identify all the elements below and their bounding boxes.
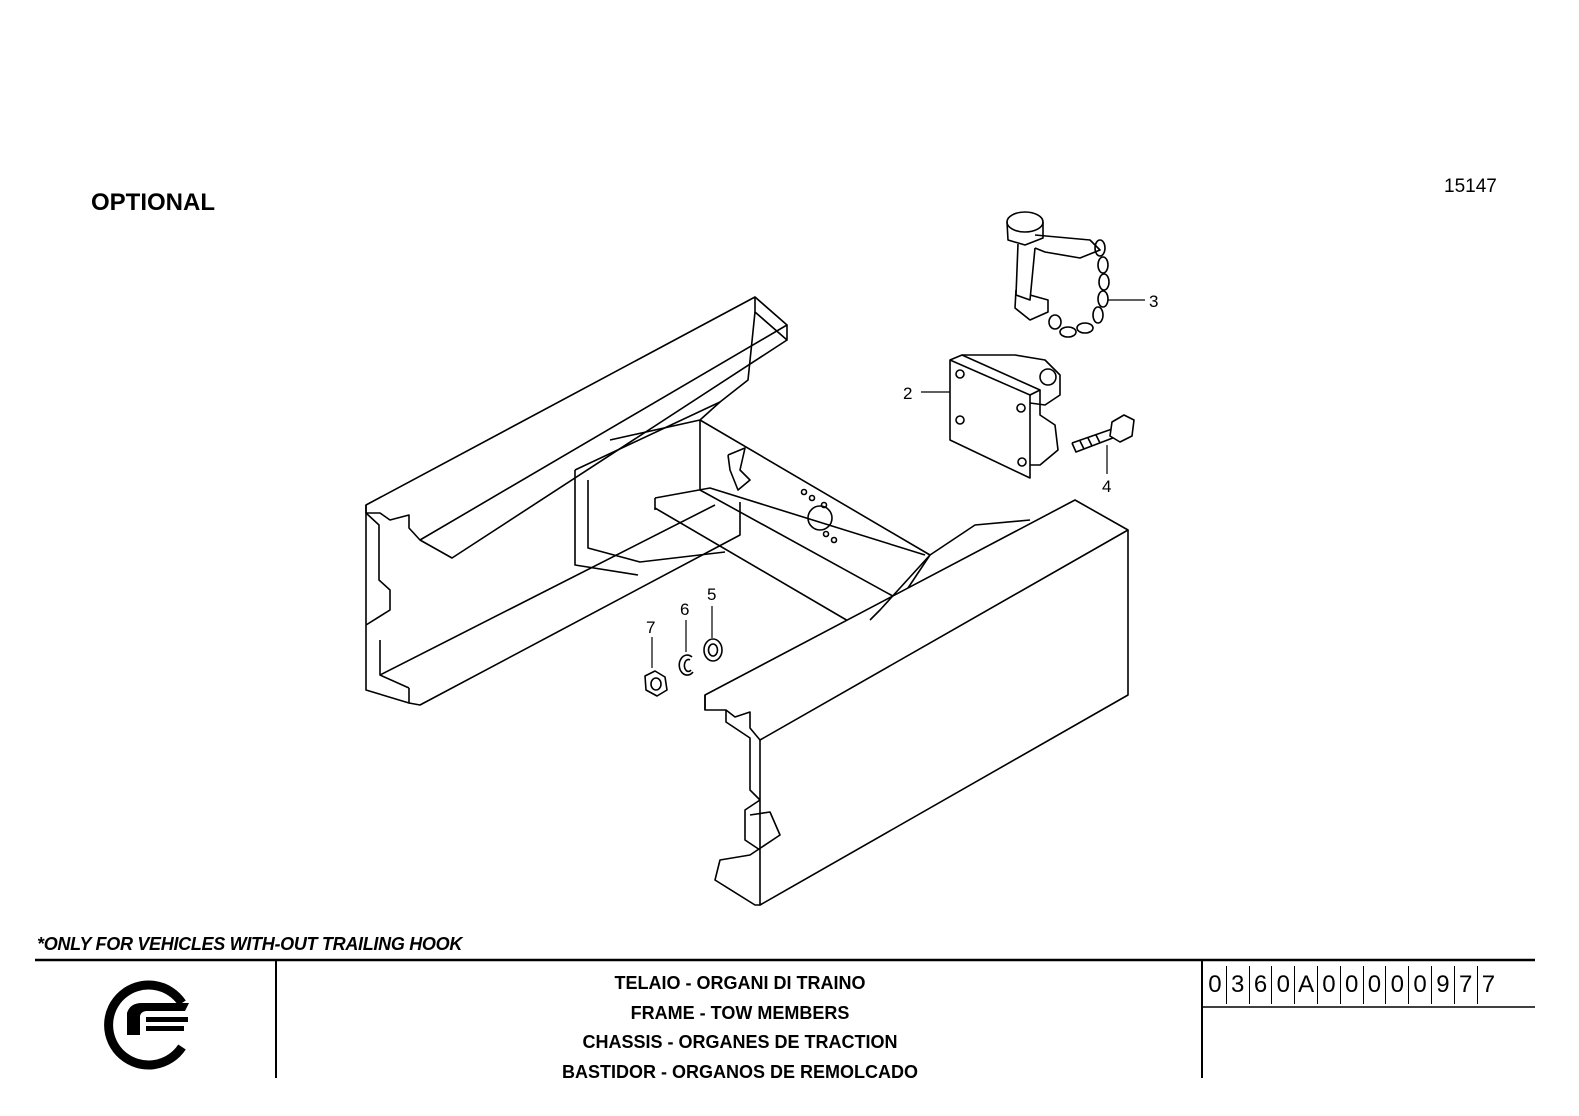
right-side-rail xyxy=(704,499,1129,906)
nut xyxy=(644,670,668,697)
code-char: 6 xyxy=(1248,966,1272,1004)
code-char: 0 xyxy=(1408,966,1431,1004)
washer xyxy=(703,638,723,662)
callout-2: 2 xyxy=(903,384,912,403)
code-char: 7 xyxy=(1476,966,1500,1004)
title-english: FRAME - TOW MEMBERS xyxy=(630,1002,850,1023)
bolt xyxy=(1071,414,1135,453)
applicability-note: *ONLY FOR VEHICLES WITH-OUT TRAILING HOO… xyxy=(37,934,463,954)
callout-4: 4 xyxy=(1102,477,1111,496)
code-char: A xyxy=(1294,966,1317,1004)
drawing-number: 15147 xyxy=(1444,176,1497,197)
code-char: 9 xyxy=(1430,966,1454,1004)
code-char: 0 xyxy=(1362,966,1386,1004)
leader-lines xyxy=(651,299,1145,668)
callout-6: 6 xyxy=(680,600,689,619)
code-char: 0 xyxy=(1271,966,1294,1004)
code-char: 0 xyxy=(1208,971,1222,998)
title-block-titles: TELAIO - ORGANI DI TRAINO FRAME - TOW ME… xyxy=(276,970,1204,1088)
tow-hook-bracket xyxy=(949,354,1061,479)
part-code: 0 3 6 0 A 0 0 0 0 0 9 7 7 xyxy=(1204,966,1499,1006)
title-french: CHASSIS - ORGANES DE TRACTION xyxy=(582,1032,898,1052)
title-italian: TELAIO - ORGANI DI TRAINO xyxy=(614,973,866,993)
code-char: 0 xyxy=(1316,966,1340,1004)
callout-3: 3 xyxy=(1149,292,1158,311)
lock-washer xyxy=(678,654,694,676)
optional-label: OPTIONAL xyxy=(91,189,215,216)
title-spanish: BASTIDOR - ORGANOS DE REMOLCADO xyxy=(561,1061,918,1082)
code-char: 0 xyxy=(1385,966,1408,1004)
code-char: 0 xyxy=(1339,966,1363,1004)
left-side-rail xyxy=(365,296,788,706)
code-char: 7 xyxy=(1453,966,1477,1004)
code-char: 3 xyxy=(1225,966,1249,1004)
callout-5: 5 xyxy=(707,585,716,604)
tow-pin-with-chain xyxy=(1006,211,1110,338)
manufacturer-logo xyxy=(104,980,189,1070)
callout-7: 7 xyxy=(646,618,655,637)
title-block-frame xyxy=(35,958,1535,1078)
